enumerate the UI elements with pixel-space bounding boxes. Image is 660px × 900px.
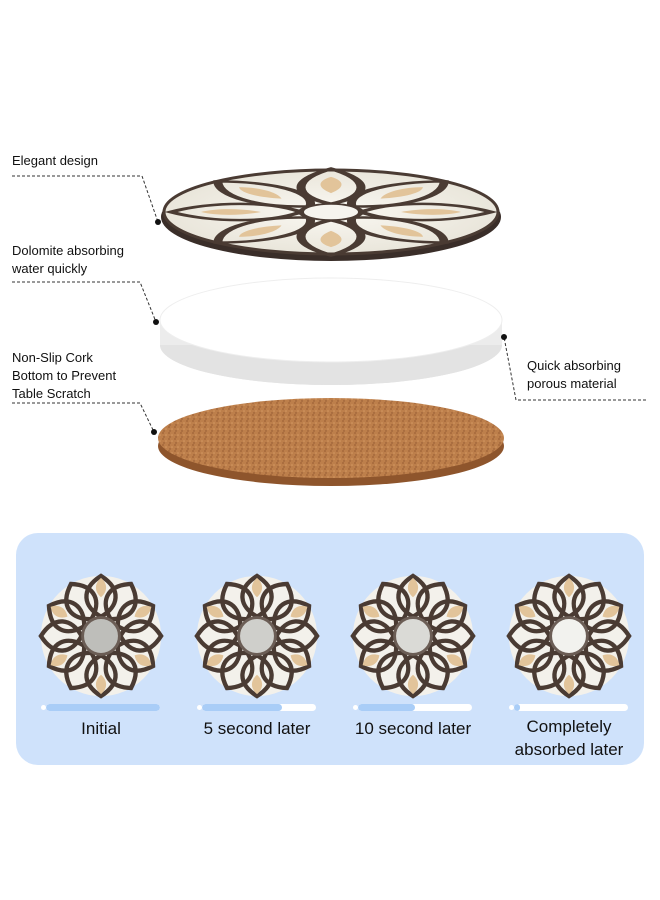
stage-10-seconds: 10 second later [338, 533, 478, 765]
stage-caption: Completely absorbed later [514, 717, 624, 759]
coaster-image [38, 573, 164, 699]
cork-bottom-layer [158, 398, 504, 486]
progress-start-dot [41, 705, 46, 710]
progress-start-dot [509, 705, 514, 710]
absorption-progress-bar [514, 704, 628, 711]
leader-lines [12, 175, 646, 433]
stage-5-seconds: 5 second later [182, 533, 322, 765]
stage-caption: Initial [81, 719, 121, 738]
absorption-progress-bar [202, 704, 316, 711]
coaster-layers-illustration [12, 167, 646, 486]
dolomite-label: Dolomite absorbing water quickly [12, 243, 125, 276]
coaster-image [506, 573, 632, 699]
stage-caption: 5 second later [203, 719, 311, 738]
progress-start-dot [353, 705, 358, 710]
cork-bottom-label: Non-Slip Cork Bottom to Prevent Table Sc… [12, 350, 117, 401]
dolomite-layer [159, 277, 503, 385]
leader-dots [151, 219, 507, 435]
elegant-design-label: Elegant design [12, 153, 99, 168]
absorption-progress-bar [46, 704, 160, 711]
absorption-progress-bar [358, 704, 472, 711]
stage-initial: Initial [26, 533, 166, 765]
stage-caption: 10 second later [354, 719, 472, 738]
stage-completely-absorbed: Completely absorbed later [494, 533, 634, 765]
coaster-image [350, 573, 476, 699]
porous-material-label: Quick absorbing porous material [527, 358, 621, 391]
progress-start-dot [197, 705, 202, 710]
decorative-top-layer [161, 167, 501, 261]
coaster-image [194, 573, 320, 699]
absorption-stages-panel: Initial 5 second later 10 second later C… [16, 533, 644, 765]
